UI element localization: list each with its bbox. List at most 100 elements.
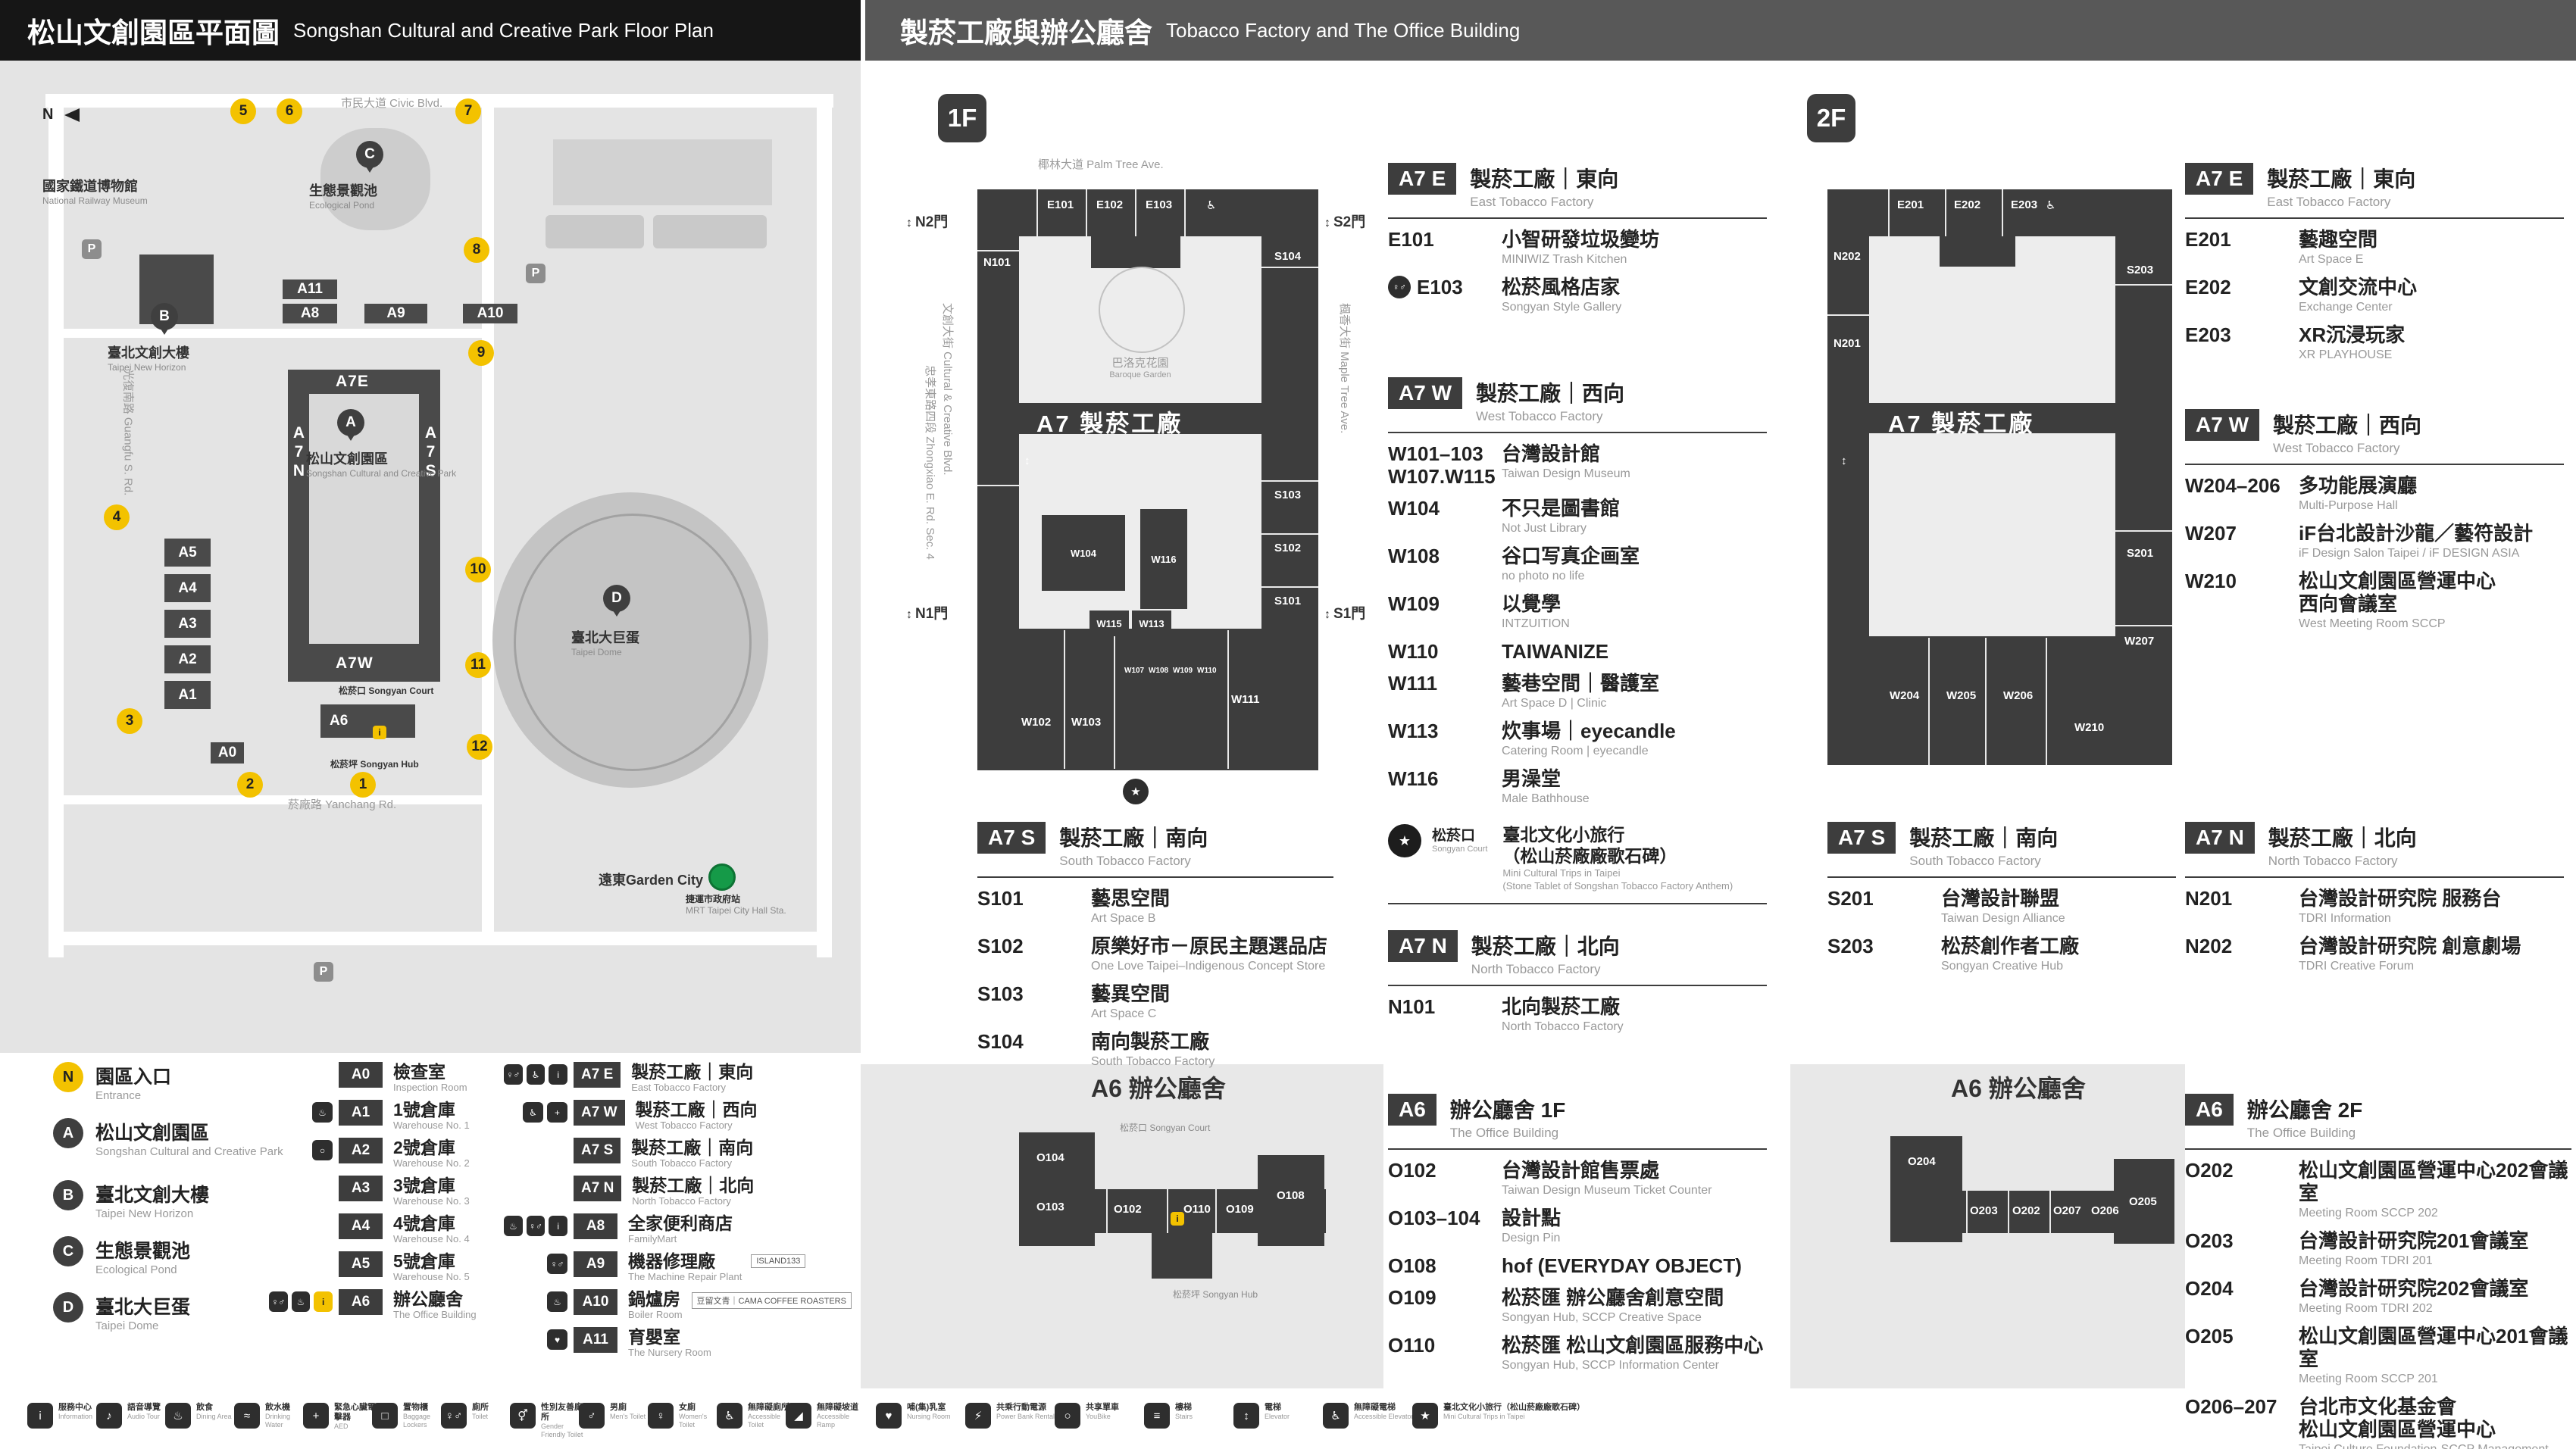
court-en: Songyan Court <box>1432 845 1488 854</box>
room-name-cell: 藝趣空間 Art Space E <box>2299 228 2564 267</box>
room-id: S104 <box>1274 250 1302 263</box>
footer-item-zh: 哺(集)乳室 <box>907 1403 946 1412</box>
footer-item-text: 置物櫃 Baggage Lockers <box>403 1403 447 1429</box>
room-id: W113 <box>1139 617 1165 629</box>
footer-item-zh: 無障礙坡道 <box>817 1403 858 1412</box>
plan-room-label: W205 <box>1946 689 1976 702</box>
entrance-marker: 6 <box>277 98 302 124</box>
entrance-marker: 12 <box>467 734 492 760</box>
room-code-2: W107.W115 <box>1388 465 1496 488</box>
info-icon: i <box>1171 1212 1184 1226</box>
floor-badge-1f: 1F <box>938 94 986 142</box>
gate-name: S1門 <box>1333 606 1366 622</box>
plan-room-label: O203 <box>1970 1204 1998 1217</box>
entrance-number: 12 <box>471 739 488 754</box>
footer-item-en: Audio Tour <box>127 1413 160 1420</box>
walking-tour-icon: ★ <box>1388 824 1421 857</box>
a6-2f-east-wing <box>2114 1159 2174 1244</box>
baroque-garden-label: 巴洛克花園 Baroque Garden <box>1091 354 1190 379</box>
parking-icon: P <box>82 239 102 259</box>
legend-building-text: 辦公廳舍 The Office Building <box>393 1289 477 1320</box>
map-text-label: 松菸坪 Songyan Hub <box>330 757 419 770</box>
plan-room-label: O108 <box>1277 1189 1305 1202</box>
legend-amenity-icons: ♨♀♂i <box>503 1216 574 1236</box>
map-building-block: A6 <box>320 704 415 738</box>
room-row: W207 iF台北設計沙龍／藝符設計 iF Design Salon Taipe… <box>2185 522 2564 561</box>
room-code-cell: N201 <box>2185 887 2299 926</box>
room-code-cell: W109 <box>1388 592 1502 631</box>
room-name-zh: 多功能展演廳 <box>2299 474 2418 497</box>
plan-room-label: O102 <box>1114 1203 1142 1216</box>
map-building-label: A0 <box>217 745 237 760</box>
legend-amenity-icons: ♿+ <box>504 1102 574 1123</box>
songyan-hub-label: 松菸坪 Songyan Hub <box>1173 1289 1258 1300</box>
mrt-zh: 捷運市政府站 <box>686 894 741 904</box>
room-name-zh: 台灣設計研究院 服務台 <box>2299 887 2502 910</box>
plan-room-label: W102 <box>1021 716 1051 729</box>
room-section: A7 W 製菸工廠｜西向 West Tobacco Factory <box>2185 409 2564 631</box>
legend-building-zh: 育嬰室 <box>628 1327 680 1347</box>
plan-room-label: S104 <box>1274 250 1301 263</box>
room-code-cell: S102 <box>977 935 1091 973</box>
room-id: N101 <box>983 256 1011 269</box>
road-bottom <box>48 932 832 945</box>
entrance-marker: 5 <box>230 98 256 124</box>
room-id: S203 <box>2127 264 2154 276</box>
footer-item-zh: 無障礙廁所 <box>748 1403 789 1412</box>
legend-building-en: East Tobacco Factory <box>631 1082 727 1093</box>
room-code: W110 <box>1388 640 1439 663</box>
section-badge: A6 <box>1388 1094 1436 1126</box>
footer-legend-item: ≡ 樓梯 Stairs <box>1144 1403 1193 1429</box>
road-mid-horizontal <box>64 329 482 338</box>
entrance-marker: 3 <box>117 708 142 734</box>
wall-divider <box>2002 189 2003 236</box>
room-code: N101 <box>1388 995 1436 1018</box>
a7-2f-name: A7 製菸工廠 <box>1888 411 2035 437</box>
room-id: W210 <box>2074 721 2105 734</box>
room-id: O205 <box>2129 1195 2157 1208</box>
court-note-t2: （松山菸廠廠歌石碑） <box>1502 846 1677 866</box>
landmark-zh: 臺北文創大樓 <box>108 345 189 361</box>
street-label: 菸廠路 Yanchang Rd. <box>288 796 396 812</box>
legend-marker-badge: B <box>53 1180 83 1210</box>
amenity-icon: ♀♂ <box>547 1254 567 1274</box>
legend-marker-badge: D <box>53 1292 83 1323</box>
map-building-block: A1 <box>164 681 211 709</box>
plan-room-label: O103 <box>1036 1201 1064 1213</box>
room-name-cell: iF台北設計沙龍／藝符設計 iF Design Salon Taipei / i… <box>2299 522 2564 561</box>
a6-2f-title: A6 辦公廳舍 <box>1951 1075 2086 1102</box>
section-badge: A7 N <box>1388 930 1458 962</box>
room-id: S101 <box>1274 595 1302 607</box>
road-right <box>817 94 832 957</box>
wall-divider <box>1135 189 1136 236</box>
room-name-zh: 台灣設計研究院201會議室 <box>2299 1229 2529 1252</box>
footer-amenity-icon: ♨ <box>165 1403 191 1429</box>
legend-amenity-icons: ♀♂♨i <box>268 1291 339 1312</box>
room-code: O108 <box>1388 1254 1436 1277</box>
wall-divider <box>1985 638 1987 765</box>
plan-room-block: W104 <box>1042 515 1125 591</box>
footer-item-zh: 共乘行動電源 <box>996 1403 1046 1412</box>
room-id: W102 <box>1021 716 1052 729</box>
room-section: A7 N 製菸工廠｜北向 North Tobacco Factory <box>2185 822 2564 973</box>
room-name-cell: 台灣設計館 Taiwan Design Museum <box>1502 442 1767 488</box>
legend-building-en: Warehouse No. 1 <box>393 1120 470 1131</box>
room-row: W113 炊事場｜eyecandle Catering Room | eyeca… <box>1388 720 1767 758</box>
garden-en: Baroque Garden <box>1109 370 1171 379</box>
room-id: E202 <box>1954 198 1981 211</box>
room-id: S201 <box>2127 547 2154 560</box>
room-name-cell: TAIWANIZE <box>1502 640 1767 663</box>
legend-building-text: 全家便利商店 FamilyMart <box>628 1213 733 1244</box>
amenity-icon: ♿ <box>526 1064 546 1085</box>
room-code: W113 <box>1388 720 1439 742</box>
footer-item-en: Men's Toilet <box>610 1413 646 1420</box>
footer-amenity-icon: ♿ <box>1323 1403 1349 1429</box>
room-row: E203 XR沉浸玩家 XR PLAYHOUSE <box>2185 323 2564 362</box>
wall-divider <box>1945 189 1946 236</box>
map-building-label: A3 <box>178 615 197 632</box>
room-code-cell: W116 <box>1388 767 1502 806</box>
legend-building-row: A0 檢查室 Inspection Room <box>269 1062 467 1093</box>
court-note-e1: Mini Cultural Trips in Taipei <box>1502 867 1621 879</box>
room-name-en: Not Just Library <box>1502 522 1587 535</box>
entrance-number: 3 <box>125 713 134 729</box>
